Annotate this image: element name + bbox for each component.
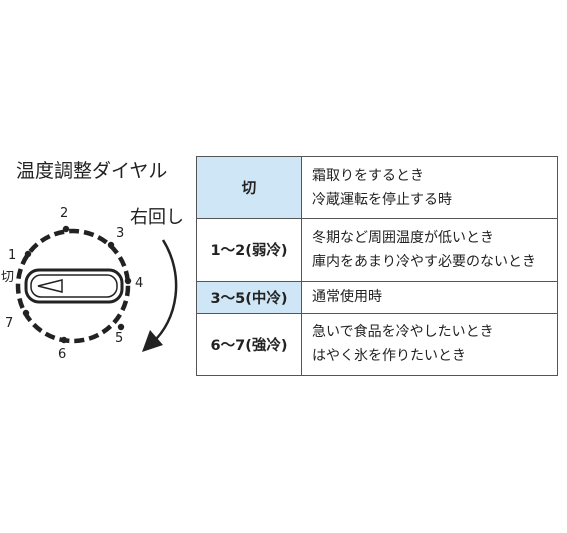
dial-marker-dot (22, 309, 30, 317)
dial-marker-dot (62, 225, 70, 233)
table-row: 6～7(強冷) 急いで食品を冷やしたいとき はやく氷を作りたいとき (196, 312, 558, 377)
description-line: 庫内をあまり冷やす必要のないとき (312, 253, 536, 270)
dial-marker-label: 6 (58, 347, 66, 362)
description-line: 冷蔵運転を停止する時 (312, 191, 452, 208)
description-cell: 通常使用時 (301, 280, 558, 314)
table-row: 切 霜取りをするとき 冷蔵運転を停止する時 (196, 155, 558, 220)
description-line: はやく氷を作りたいとき (312, 348, 466, 365)
table-row: 3～5(中冷) 通常使用時 (196, 280, 558, 314)
rotation-direction-label: 右回し (130, 207, 184, 228)
rotation-arrowhead-icon (142, 330, 163, 352)
dial-marker-dot (60, 336, 68, 344)
dial-marker-label: 5 (115, 331, 123, 346)
dial-off-label: 切 (1, 270, 14, 285)
description-cell: 霜取りをするとき 冷蔵運転を停止する時 (301, 155, 558, 220)
description-line: 冬期など周囲温度が低いとき (312, 229, 494, 246)
description-line: 霜取りをするとき (312, 167, 424, 184)
rotation-arrow-icon (151, 239, 178, 344)
dial-marker-dot (107, 241, 115, 249)
dial-marker-label: 4 (135, 276, 143, 291)
dial-marker-dot (117, 323, 125, 331)
dial-marker-label: 3 (116, 226, 124, 241)
dial-scale-ring (15, 228, 131, 344)
setting-cell: 1～2(弱冷) (196, 218, 302, 282)
description-cell: 冬期など周囲温度が低いとき 庫内をあまり冷やす必要のないとき (301, 218, 558, 282)
dial-title: 温度調整ダイヤル (16, 160, 168, 182)
dial-marker-label: 1 (8, 248, 16, 263)
pointer-triangle-icon (37, 279, 63, 293)
description-cell: 急いで食品を冷やしたいとき はやく氷を作りたいとき (301, 312, 558, 377)
setting-cell: 切 (196, 155, 302, 220)
dial-marker-label: 7 (5, 316, 13, 331)
setting-cell: 3～5(中冷) (196, 280, 302, 314)
dial-marker-label: 2 (60, 206, 68, 221)
description-line: 通常使用時 (312, 289, 382, 306)
dial-settings-table: 切 霜取りをするとき 冷蔵運転を停止する時 1～2(弱冷) 冬期など周囲温度が低… (196, 155, 558, 377)
dial-knob[interactable] (24, 268, 124, 304)
dial-markers: 1 2 3 4 5 6 7 (5, 206, 143, 362)
setting-cell: 6～7(強冷) (196, 312, 302, 377)
description-line: 急いで食品を冷やしたいとき (312, 324, 494, 341)
table-row: 1～2(弱冷) 冬期など周囲温度が低いとき 庫内をあまり冷やす必要のないとき (196, 218, 558, 282)
dial-marker-dot (124, 277, 132, 285)
temperature-dial[interactable]: 1 2 3 4 5 6 7 切 右回し (0, 195, 200, 365)
dial-marker-dot (24, 250, 32, 258)
